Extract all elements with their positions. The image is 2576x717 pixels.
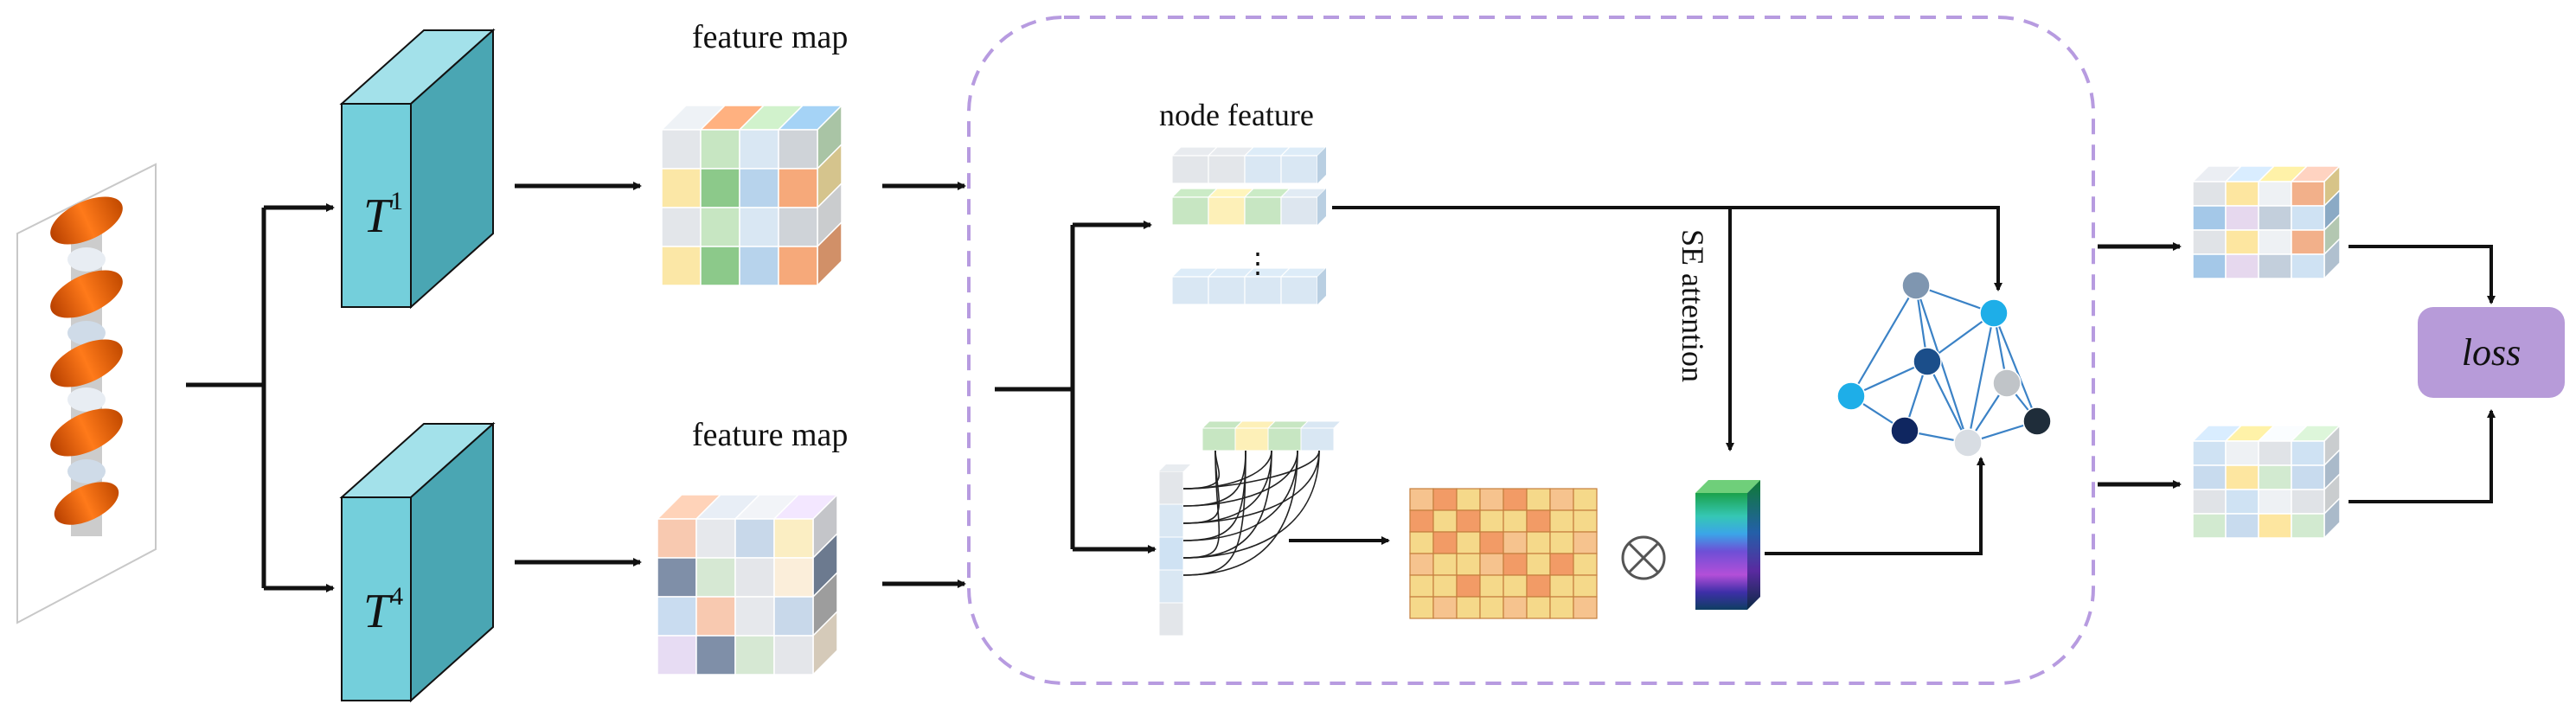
input-helix-image: [16, 163, 157, 624]
t1-superscript: 1: [390, 187, 403, 215]
t4-base: T: [363, 585, 394, 638]
t4-superscript: 4: [390, 582, 403, 611]
node-feature-ellipsis: ⋮: [1244, 247, 1272, 278]
input-split-connector: [186, 203, 335, 592]
transform-block-t1: T1: [339, 28, 496, 310]
node-feature-to-graph-path: [1332, 206, 2002, 291]
loss-box: loss: [2418, 307, 2565, 398]
loss-label: loss: [2462, 331, 2521, 374]
arrows-into-graph-module: [882, 182, 966, 588]
node-feature-label: node feature: [1159, 98, 1314, 132]
svg-text:T1: T1: [363, 187, 403, 243]
feature-map-top-label: feature map: [692, 19, 848, 55]
output-feature-bottom: [2191, 424, 2342, 540]
feature-map-top: [660, 104, 843, 287]
weighted-to-graph-path: [1765, 457, 1985, 555]
t1-base: T: [363, 189, 394, 243]
attention-heatmap: [1409, 488, 1598, 619]
transform-block-t4: T4: [339, 421, 496, 703]
feature-map-bottom-label: feature map: [692, 417, 848, 453]
svg-text:T4: T4: [363, 582, 403, 638]
node-feature-vectors: [1170, 146, 1328, 305]
inner-split-connector: [995, 221, 1157, 554]
output-feature-top: [2191, 164, 2342, 280]
graph-module-boundary: [967, 16, 2095, 685]
se-attention-label: SE attention: [1676, 229, 1710, 382]
se-attention-gradient-bar: [1695, 480, 1760, 610]
graph-icon: [1836, 271, 2052, 458]
attention-computation: [1158, 420, 1342, 637]
otimes-icon: [1621, 535, 1666, 580]
feature-map-bottom: [656, 493, 839, 676]
outputs-to-loss-paths: [2349, 245, 2496, 503]
arrows-to-feature-maps: [515, 182, 642, 567]
arrows-to-outputs: [2098, 242, 2182, 489]
